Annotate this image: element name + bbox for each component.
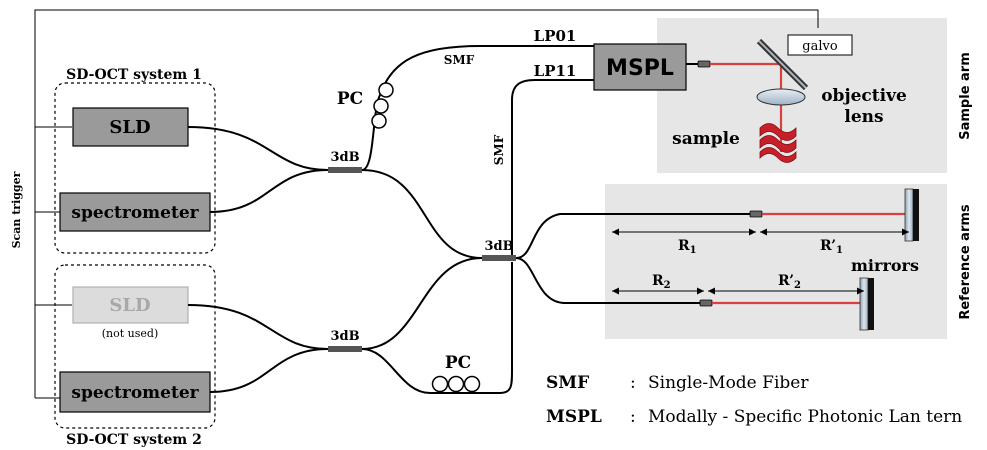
legend-sep-smf: : [630, 373, 636, 393]
sample-arm-optics [686, 38, 809, 163]
sd-oct-system-2-frame [54, 264, 216, 429]
sample-arm-title: Sample arm [958, 52, 973, 140]
galvo-label: galvo [802, 39, 838, 54]
reference-collimator-2 [699, 299, 713, 307]
reference-mirror-2 [859, 277, 869, 331]
mspl-label: MSPL [606, 56, 674, 81]
spectrometer-1-box [59, 192, 211, 232]
objective-label-line2: lens [844, 107, 883, 127]
polarization-controller-top [371, 82, 394, 129]
objective-label-line1: objective [821, 86, 907, 106]
sld-2-label: SLD [109, 295, 150, 316]
sample-collimator [697, 60, 711, 68]
sd-oct-system-2-label: SD-OCT system 2 [66, 432, 202, 448]
dimension-arrows [612, 228, 909, 295]
sd-oct-system-1-label: SD-OCT system 1 [66, 67, 202, 83]
reference-mirror-1 [904, 188, 914, 242]
scan-trigger-wiring [34, 9, 819, 399]
sld-1-label: SLD [109, 117, 150, 138]
pc-bottom-label: PC [445, 353, 471, 373]
pc-top-label: PC [337, 89, 363, 109]
sld-2-not-used-note: (not used) [102, 327, 159, 340]
smf-top-label: SMF [444, 53, 475, 67]
reference-arms-title: Reference arms [958, 204, 973, 320]
fibers-middle-coupler [511, 79, 750, 304]
mspl-box [593, 43, 687, 91]
coupler-bottom-label: 3dB [330, 329, 359, 344]
coupler-middle [482, 255, 516, 261]
sample-tissue [759, 123, 797, 163]
scan-trigger-label: Scan trigger [10, 171, 23, 248]
smf-vertical-label: SMF [492, 134, 506, 165]
polarization-controller-bottom [431, 375, 481, 393]
sld-1-box [72, 107, 189, 147]
legend-abbr-smf: SMF [546, 373, 589, 393]
mirrors-label: mirrors [851, 256, 919, 275]
legend-desc-mspl: Modally - Specific Photonic Lan tern [648, 407, 962, 427]
r2-prime-label: R’2 [778, 273, 801, 291]
legend: SMF : Single-Mode Fiber MSPL : Modally -… [546, 373, 962, 427]
r1-label: R1 [678, 238, 697, 256]
r1-prime-label: R’1 [820, 238, 843, 256]
legend-abbr-mspl: MSPL [546, 407, 602, 427]
spectrometer-1-label: spectrometer [71, 203, 199, 223]
coupler-top [328, 167, 362, 173]
sd-oct-system-1-frame [54, 82, 216, 254]
objective-lens [756, 88, 806, 106]
reference-arm-2 [699, 277, 874, 331]
coupler-bottom [328, 346, 362, 352]
sample-label: sample [672, 129, 740, 149]
r2-label: R2 [652, 273, 671, 291]
coupler-top-label: 3dB [330, 150, 359, 165]
galvo-box [787, 34, 853, 56]
legend-sep-mspl: : [630, 407, 636, 427]
fibers-system-2 [187, 257, 513, 394]
mspl-port-lp11: LP11 [534, 62, 577, 80]
spectrometer-2-label: spectrometer [71, 383, 199, 403]
reference-arm-1 [749, 188, 919, 242]
reference-arms-panel [605, 184, 947, 339]
mspl-port-lp01: LP01 [534, 27, 577, 45]
legend-desc-smf: Single-Mode Fiber [648, 373, 809, 393]
coupler-middle-label: 3dB [484, 239, 513, 254]
reference-collimator-1 [749, 210, 763, 218]
